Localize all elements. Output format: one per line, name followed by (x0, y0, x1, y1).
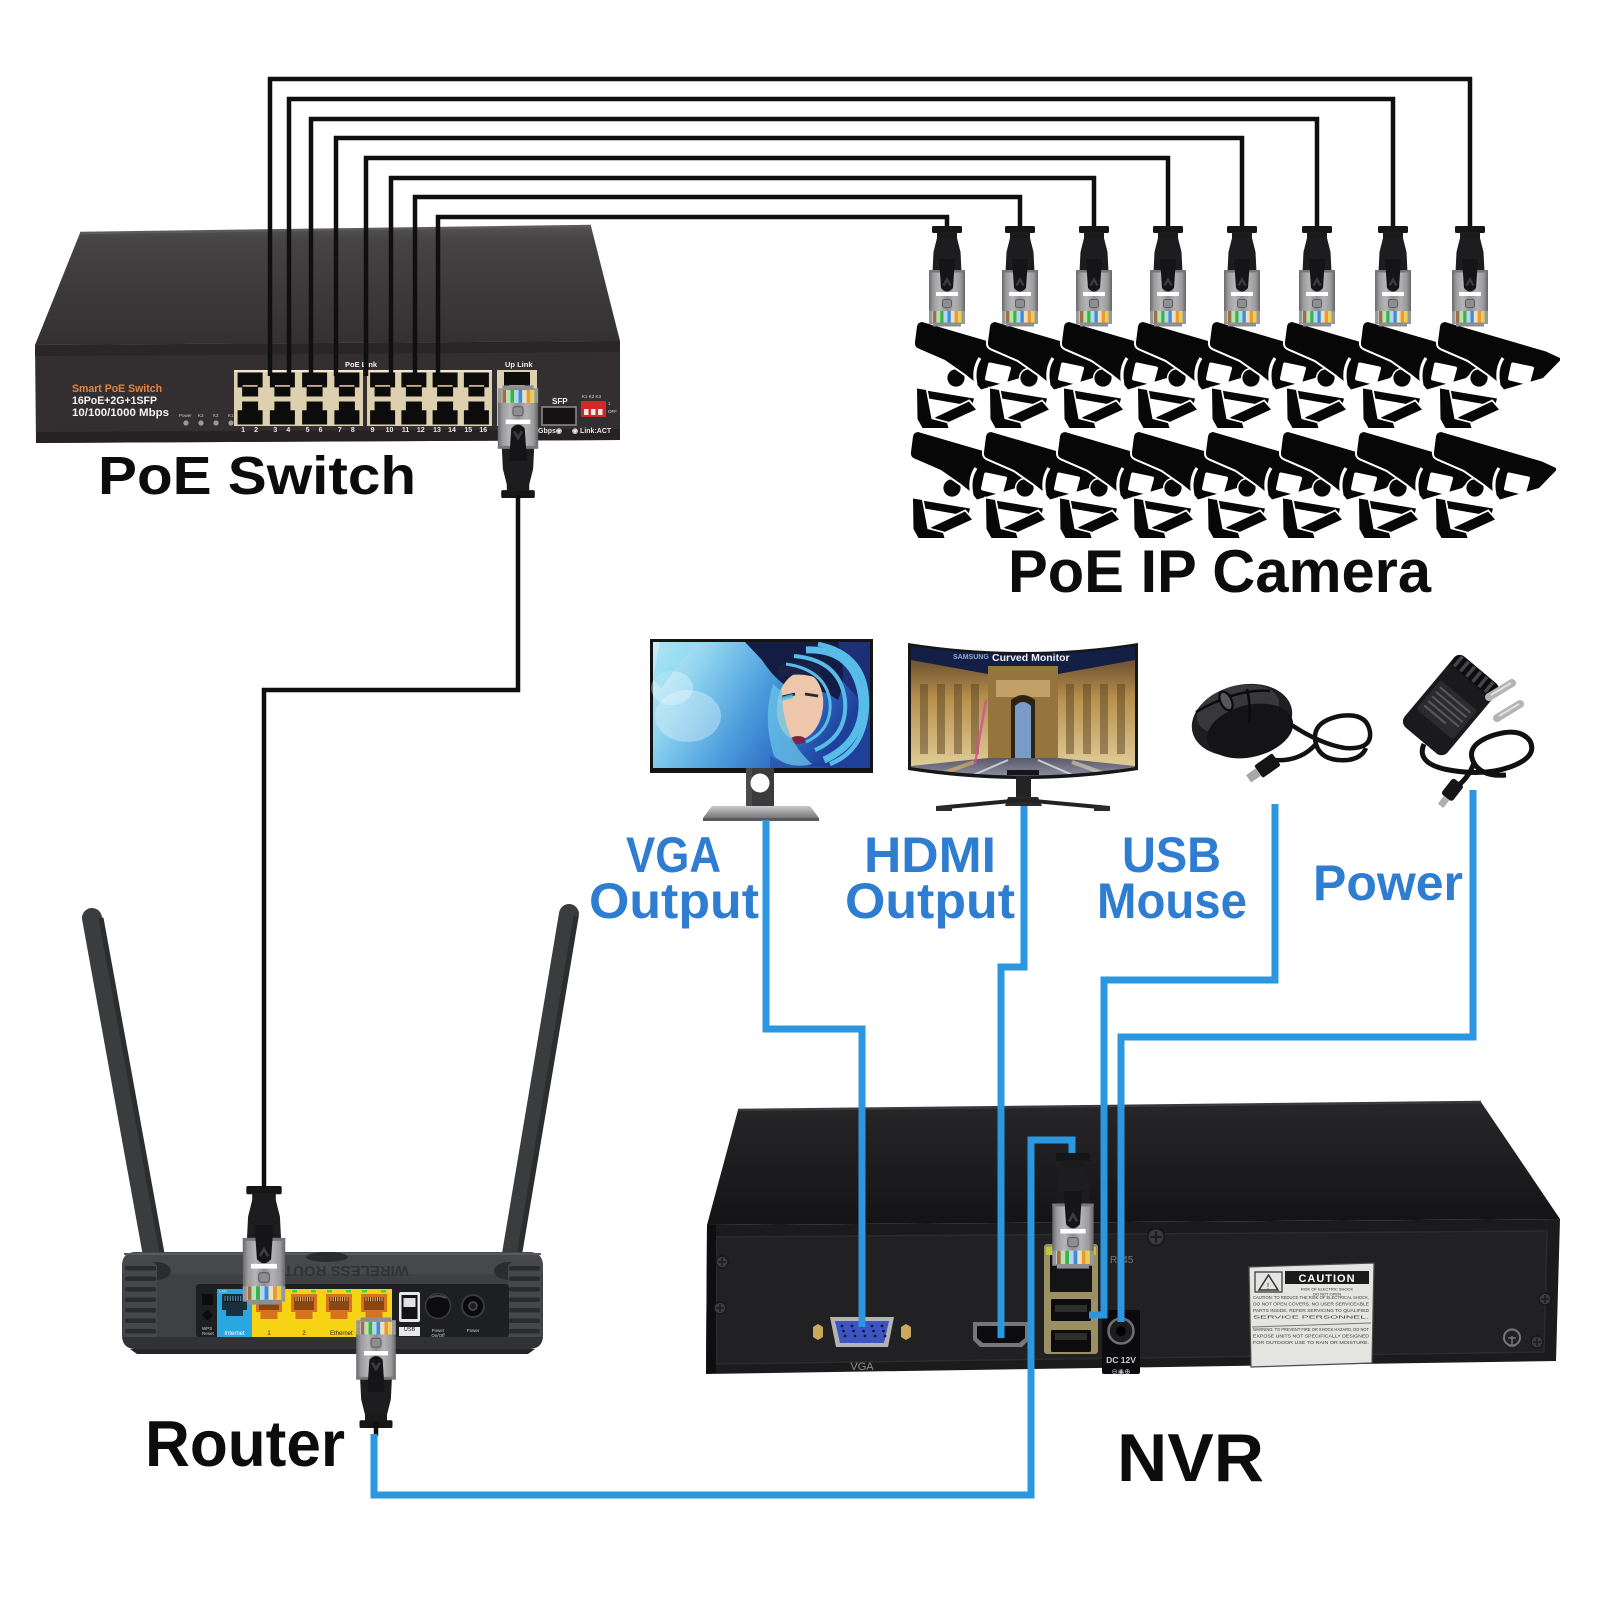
svg-text:VGA: VGA (850, 1361, 874, 1373)
svg-text:◉ Link:ACT: ◉ Link:ACT (572, 428, 612, 435)
svg-text:LAN: LAN (219, 1289, 227, 1294)
svg-text:10/100/1000 Mbps: 10/100/1000 Mbps (72, 407, 169, 419)
svg-text:1: 1 (267, 1331, 271, 1337)
svg-text:K1: K1 (228, 413, 234, 418)
svg-text:CAUTION: TO REDUCE THE RISK OF: CAUTION: TO REDUCE THE RISK OF ELECTRICA… (1253, 1295, 1369, 1300)
svg-text:1: 1 (608, 401, 611, 406)
svg-text:K3: K3 (198, 413, 204, 418)
svg-text:Power: Power (432, 1328, 445, 1333)
svg-text:PARTS INSIDE. REFER SERVICING: PARTS INSIDE. REFER SERVICING TO QUALIFI… (1253, 1308, 1369, 1313)
svg-text:11: 11 (402, 427, 410, 434)
svg-text:PoE Switch: PoE Switch (98, 446, 416, 506)
svg-text:16: 16 (479, 427, 487, 434)
svg-text:SERVICE PERSONNEL.: SERVICE PERSONNEL. (1253, 1315, 1369, 1320)
svg-text:6: 6 (319, 427, 323, 434)
svg-text:14: 14 (448, 427, 456, 434)
svg-text:USB: USB (404, 1327, 416, 1333)
svg-text:DC 12V: DC 12V (1106, 1355, 1136, 1365)
svg-text:16PoE+2G+1SFP: 16PoE+2G+1SFP (72, 395, 157, 407)
svg-text:K1 K2 K3: K1 K2 K3 (582, 394, 602, 399)
svg-text:SFP: SFP (552, 397, 568, 406)
svg-text:OFF: OFF (608, 409, 617, 414)
svg-text:10: 10 (386, 427, 394, 434)
svg-text:Reset: Reset (202, 1331, 215, 1336)
svg-text:K2: K2 (213, 413, 219, 418)
svg-text:WARNING: TO PREVENT FIRE OR SH: WARNING: TO PREVENT FIRE OR SHOCK HAZARD… (1253, 1327, 1369, 1332)
svg-text:NVR: NVR (1117, 1420, 1264, 1496)
svg-text:4: 4 (286, 427, 290, 434)
svg-text:2: 2 (254, 427, 258, 434)
svg-text:5: 5 (306, 427, 310, 434)
svg-text:RISK OF ELECTRIC SHOCK: RISK OF ELECTRIC SHOCK (1301, 1287, 1354, 1292)
svg-text:DO NOT OPEN: DO NOT OPEN (1313, 1292, 1341, 1297)
svg-text:PoE Link: PoE Link (345, 360, 378, 369)
svg-text:Mouse: Mouse (1097, 873, 1247, 929)
svg-text:VGA: VGA (626, 827, 721, 883)
svg-text:⊖◉⊕: ⊖◉⊕ (1111, 1367, 1130, 1376)
svg-text:1: 1 (241, 427, 245, 434)
svg-text:PoE IP Camera: PoE IP Camera (1008, 538, 1432, 605)
svg-text:SAMSUNG: SAMSUNG (953, 654, 989, 661)
svg-text:FOR OUTDOOR USE TO RAIN OR MOI: FOR OUTDOOR USE TO RAIN OR MOISTURE. (1253, 1340, 1369, 1345)
svg-text:WIRELESS ROUTER: WIRELESS ROUTER (263, 1262, 409, 1279)
svg-text:Gbps◉: Gbps◉ (538, 428, 562, 435)
svg-text:Ethernet: Ethernet (330, 1331, 353, 1337)
svg-text:Curved Monitor: Curved Monitor (992, 652, 1070, 664)
svg-text:WPS: WPS (202, 1326, 212, 1331)
svg-text:Router: Router (145, 1407, 345, 1480)
svg-text:7: 7 (338, 427, 342, 434)
svg-text:!: ! (1267, 1282, 1269, 1291)
svg-text:Up Link: Up Link (505, 360, 533, 369)
svg-text:Smart PoE Switch: Smart PoE Switch (72, 383, 162, 395)
svg-text:CAUTION: CAUTION (1298, 1273, 1355, 1285)
svg-text:HDMI: HDMI (864, 827, 996, 883)
svg-text:EXPOSE UNITS NOT SPECIFICALLY: EXPOSE UNITS NOT SPECIFICALLY DESIGNED (1253, 1334, 1369, 1339)
svg-text:On/Off: On/Off (431, 1333, 445, 1338)
svg-text:Power: Power (179, 413, 192, 418)
svg-text:Output: Output (589, 873, 759, 929)
svg-text:12: 12 (417, 427, 425, 434)
svg-text:Power: Power (467, 1328, 480, 1333)
svg-text:8: 8 (351, 427, 355, 434)
svg-text:USB: USB (1122, 827, 1221, 883)
svg-text:Output: Output (845, 873, 1015, 929)
svg-text:9: 9 (371, 427, 375, 434)
svg-text:DO NOT OPEN COVERS. NO USER SE: DO NOT OPEN COVERS. NO USER SERVICEABLE (1253, 1302, 1369, 1307)
svg-text:Internet: Internet (224, 1331, 245, 1337)
svg-text:15: 15 (464, 427, 472, 434)
svg-text:3: 3 (273, 427, 277, 434)
svg-text:2: 2 (302, 1331, 306, 1337)
svg-text:13: 13 (433, 427, 441, 434)
svg-text:Power: Power (1313, 855, 1463, 911)
